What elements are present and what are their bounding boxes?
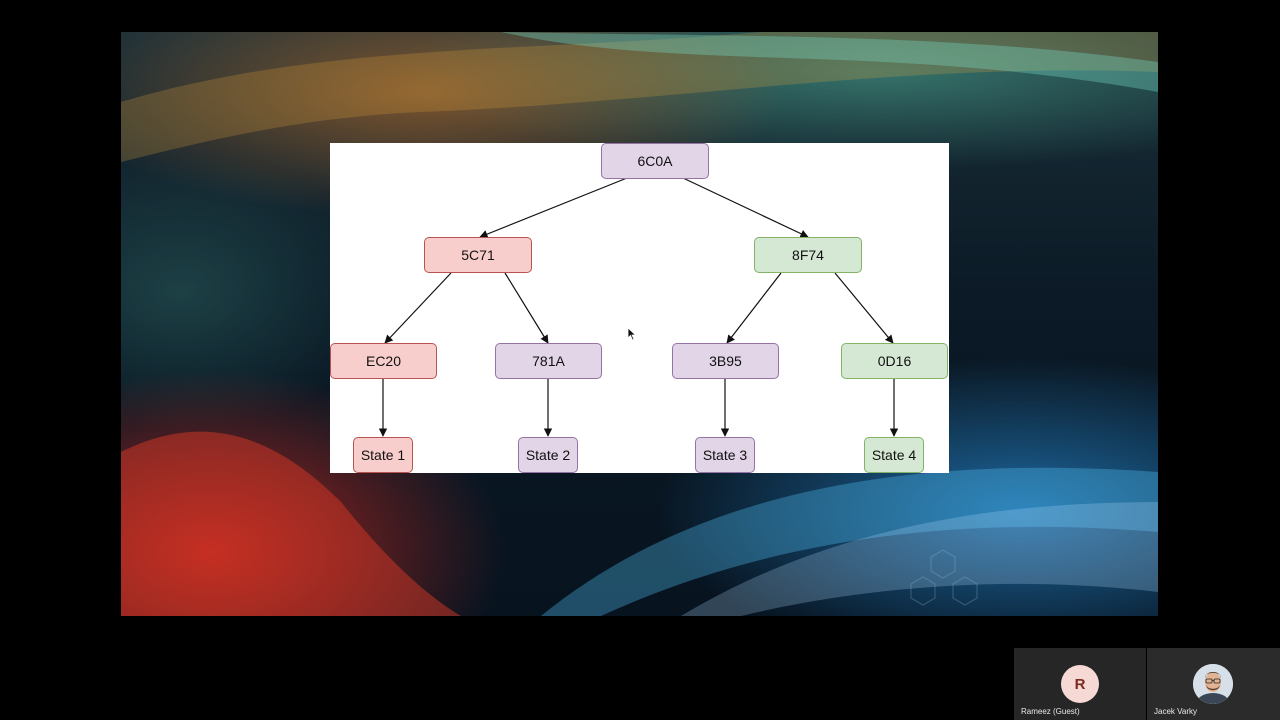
node-root: 6C0A [601, 143, 709, 179]
shared-slide [121, 32, 1158, 616]
participant-name: Jacek Varky [1154, 707, 1197, 716]
node-level2-1: EC20 [330, 343, 437, 379]
state-node-2: State 2 [518, 437, 578, 473]
tree-edges [378, 177, 899, 437]
node-level2-3: 3B95 [672, 343, 779, 379]
state-node-3: State 3 [695, 437, 755, 473]
node-level2-2: 781A [495, 343, 602, 379]
edge-5c71-ec20 [384, 272, 452, 344]
edge-5c71-781a [504, 272, 549, 344]
node-level1-right: 8F74 [754, 237, 862, 273]
edge-8f74-0d16 [834, 272, 894, 344]
photo-avatar-icon [1193, 664, 1233, 704]
node-level2-4: 0D16 [841, 343, 948, 379]
state-node-1: State 1 [353, 437, 413, 473]
edge-8f74-3b95 [726, 272, 782, 344]
merkle-tree-diagram: 6C0A 5C71 8F74 EC20 781A 3B95 0D16 State… [330, 143, 949, 473]
mouse-cursor-icon [627, 327, 637, 341]
participant-name: Rameez (Guest) [1021, 707, 1080, 716]
node-level1-left: 5C71 [424, 237, 532, 273]
participant-tile-jacek[interactable]: Jacek Varky [1147, 648, 1280, 720]
edge-root-5c71 [479, 177, 628, 239]
edge-root-8f74 [682, 177, 809, 238]
participant-tile-rameez[interactable]: R Rameez (Guest) [1014, 648, 1146, 720]
slide-background-swirls [121, 32, 1158, 616]
state-node-4: State 4 [864, 437, 924, 473]
initial-avatar: R [1061, 665, 1099, 703]
